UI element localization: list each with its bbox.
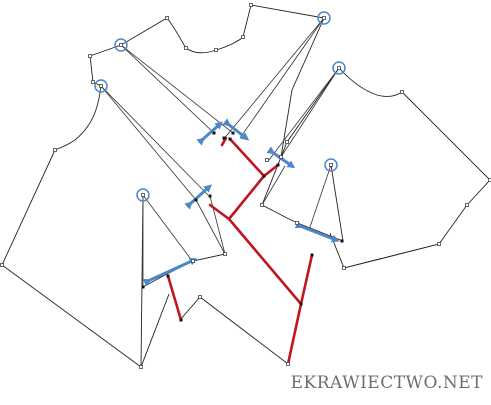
guide-line bbox=[223, 18, 324, 140]
square-node bbox=[142, 194, 145, 197]
red-seam-line bbox=[168, 276, 181, 320]
guide-line bbox=[210, 196, 225, 254]
red-seam-line bbox=[210, 205, 229, 219]
pattern-outline bbox=[2, 5, 490, 367]
square-node bbox=[224, 253, 227, 256]
square-node bbox=[401, 91, 404, 94]
square-node bbox=[192, 260, 195, 263]
square-node bbox=[215, 49, 218, 52]
guide-line bbox=[240, 18, 324, 138]
square-node bbox=[89, 55, 92, 58]
red-seam-lines bbox=[168, 138, 312, 364]
square-node bbox=[338, 67, 341, 70]
red-seam-line bbox=[301, 255, 312, 304]
guide-line bbox=[281, 68, 339, 157]
pivot-circles bbox=[95, 12, 345, 201]
guide-line bbox=[196, 200, 225, 254]
square-node bbox=[280, 156, 283, 159]
bottom-piece-outline bbox=[141, 195, 301, 367]
filled-node bbox=[142, 286, 145, 289]
square-node bbox=[100, 85, 103, 88]
square-node bbox=[438, 243, 441, 246]
square-node bbox=[296, 222, 299, 225]
square-node bbox=[466, 204, 469, 207]
square-node bbox=[242, 36, 245, 39]
square-node bbox=[92, 81, 95, 84]
filled-node bbox=[229, 138, 232, 141]
double-arrow-icon bbox=[202, 124, 220, 140]
filled-node bbox=[195, 199, 198, 202]
square-node bbox=[185, 47, 188, 50]
square-node bbox=[323, 17, 326, 20]
square-node bbox=[343, 267, 346, 270]
red-seam-line bbox=[229, 176, 264, 219]
center-piece-outline bbox=[143, 254, 225, 287]
guide-line bbox=[101, 86, 196, 200]
guide-line bbox=[262, 166, 285, 205]
filled-node bbox=[232, 132, 235, 135]
filled-node bbox=[311, 254, 314, 257]
filled-node bbox=[263, 175, 266, 178]
guide-line bbox=[101, 86, 208, 195]
filled-node bbox=[213, 132, 216, 135]
square-node bbox=[199, 296, 202, 299]
guide-line bbox=[309, 165, 331, 230]
guide-line bbox=[143, 195, 190, 258]
filled-node bbox=[277, 164, 280, 167]
square-node bbox=[330, 164, 333, 167]
square-node bbox=[287, 363, 290, 366]
square-node bbox=[286, 141, 289, 144]
double-arrow-icon bbox=[148, 260, 194, 281]
construction-lines bbox=[101, 18, 339, 287]
square-node bbox=[261, 204, 264, 207]
double-arrow-icon bbox=[300, 226, 336, 240]
square-node bbox=[1, 264, 4, 267]
square-node bbox=[266, 159, 269, 162]
red-seam-line bbox=[288, 304, 301, 364]
left-piece-outline bbox=[2, 56, 169, 367]
filled-node bbox=[300, 303, 303, 306]
filled-node bbox=[180, 319, 183, 322]
square-node bbox=[140, 366, 143, 369]
watermark: EKRAWIECTWO.NET bbox=[291, 373, 483, 393]
square-node bbox=[120, 44, 123, 47]
square-node bbox=[54, 149, 57, 152]
square-node bbox=[250, 4, 253, 7]
filled-node bbox=[341, 240, 344, 243]
square-nodes bbox=[1, 4, 491, 369]
filled-node bbox=[209, 195, 212, 198]
guide-line bbox=[121, 45, 214, 133]
double-arrow-icon bbox=[190, 187, 209, 204]
red-seam-line bbox=[230, 139, 264, 176]
guide-line bbox=[121, 45, 233, 133]
hem-right-edge bbox=[344, 244, 439, 268]
square-node bbox=[166, 17, 169, 20]
right-piece-outline bbox=[330, 68, 490, 268]
filled-node bbox=[167, 275, 170, 278]
red-seam-line bbox=[229, 219, 301, 304]
filled-node bbox=[223, 137, 226, 140]
